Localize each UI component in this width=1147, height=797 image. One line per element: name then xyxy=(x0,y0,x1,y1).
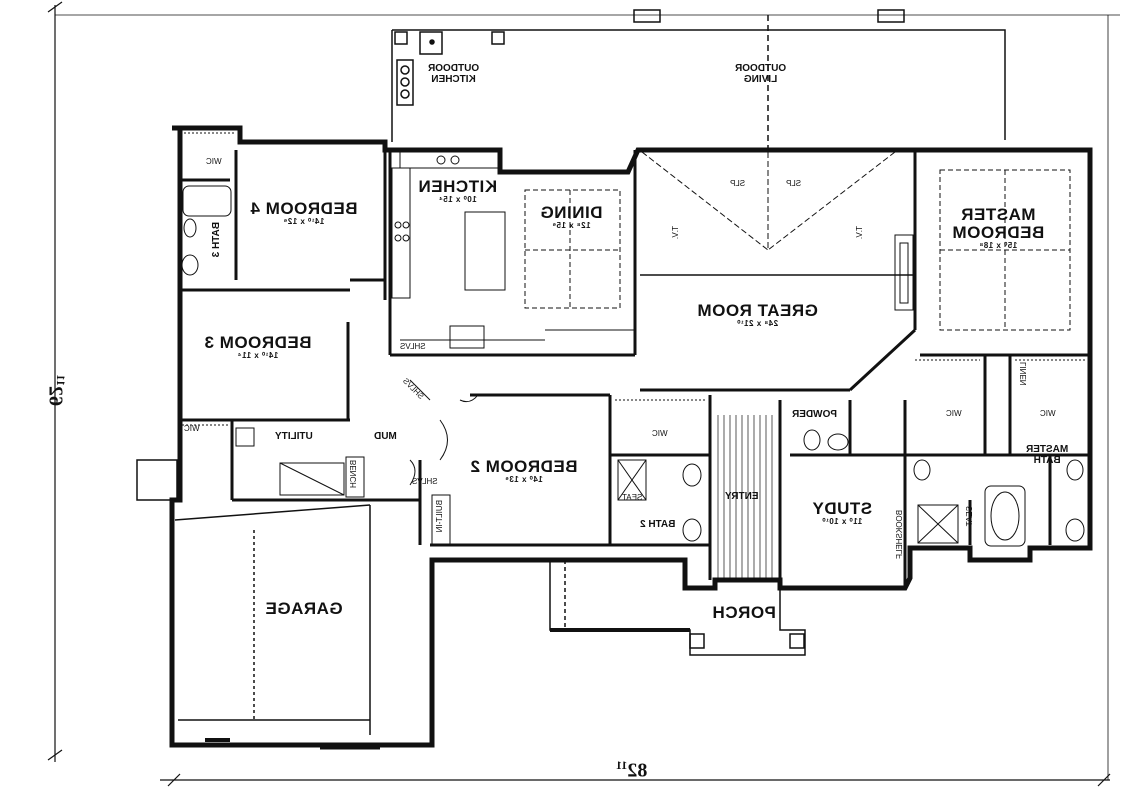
wic-label-bed4: WIC xyxy=(206,157,222,166)
dining-name: DINING xyxy=(540,203,603,222)
study-size: 11⁰ x 10¹⁰ xyxy=(821,516,863,526)
bookshelf-label: BOOKSHELF xyxy=(895,510,904,559)
powder-label: POWDER xyxy=(792,409,837,420)
outdoor-living-line1: OUTDOOR xyxy=(735,63,787,74)
width-value: 82 xyxy=(627,759,648,782)
shelves-label-kitchen: SHLVS xyxy=(400,342,426,351)
slp-label-right: SLP xyxy=(786,179,802,188)
outdoor-kitchen-line1: OUTDOOR xyxy=(428,63,480,74)
garage-name: GARAGE xyxy=(265,599,343,618)
great-room-name: GREAT ROOM xyxy=(697,301,818,320)
master-bath-line2: BATH xyxy=(1033,454,1061,466)
tv-label-right: T.V. xyxy=(855,226,864,240)
shelves-label-mud: SHLVS xyxy=(412,477,438,486)
bedroom3-name: BEDROOM 3 xyxy=(204,333,312,352)
outdoor-living-line2: LIVING xyxy=(743,73,778,85)
bedroom2-name: BEDROOM 2 xyxy=(470,457,578,476)
bedroom2-size: 14⁰ x 13⁶ xyxy=(504,474,543,484)
study-name: STUDY xyxy=(812,499,873,518)
master-bedroom-line1: MASTER xyxy=(960,205,1036,224)
built-in-label: BUILT-IN xyxy=(435,500,444,533)
slp-label-left: SLP xyxy=(730,179,746,188)
garage-label: GARAGE xyxy=(265,599,343,618)
bath2-label: BATH 2 xyxy=(640,519,676,530)
wic-label-master2: WIC xyxy=(1040,409,1056,418)
porch-label: PORCH xyxy=(712,603,776,622)
tv-label-left: T.V. xyxy=(671,226,680,240)
wic-label-bed3: WIC xyxy=(184,424,200,433)
width-dimension-label: 8211 xyxy=(616,758,647,783)
entry-label: ENTRY xyxy=(725,491,759,502)
bench-label: BENCH xyxy=(349,460,358,489)
porch-name: PORCH xyxy=(712,603,776,622)
width-sup: 11 xyxy=(616,758,628,772)
bath3-label: BATH 3 xyxy=(211,222,222,258)
outdoor-kitchen-line2: KITCHEN xyxy=(431,73,476,85)
master-bedroom-line2: BEDROOM xyxy=(952,222,1045,242)
wic-label-bed2: WIC xyxy=(652,429,668,438)
dining-size: 12⁸ x 15⁶ xyxy=(551,220,591,230)
bedroom3-size: 14¹⁰ x 11⁴ xyxy=(237,350,279,360)
mud-label: MUD xyxy=(374,431,397,442)
master-bedroom-size: 15⁰ x 18⁸ xyxy=(979,240,1018,250)
great-room-size: 24⁸ x 21¹⁰ xyxy=(736,318,779,328)
wic-label-master1: WIC xyxy=(946,409,962,418)
bedroom4-name: BEDROOM 4 xyxy=(250,199,358,218)
seat-label: SEAT xyxy=(622,493,643,502)
utility-label: UTILITY xyxy=(275,431,313,442)
bedroom4-size: 14¹⁰ x 12⁶ xyxy=(283,216,325,226)
kitchen-size: 10⁰ x 15⁴ xyxy=(438,194,477,204)
depth-value: 62 xyxy=(44,386,67,406)
depth-sup: 11 xyxy=(54,374,68,386)
kitchen-name: KITCHEN xyxy=(418,177,498,196)
master-bath-line1: MASTER xyxy=(1026,444,1069,455)
seat-label-master: SEAT xyxy=(965,506,974,527)
depth-dimension-label: 6211 xyxy=(43,375,68,406)
linen-label: LINEN xyxy=(1019,362,1028,386)
